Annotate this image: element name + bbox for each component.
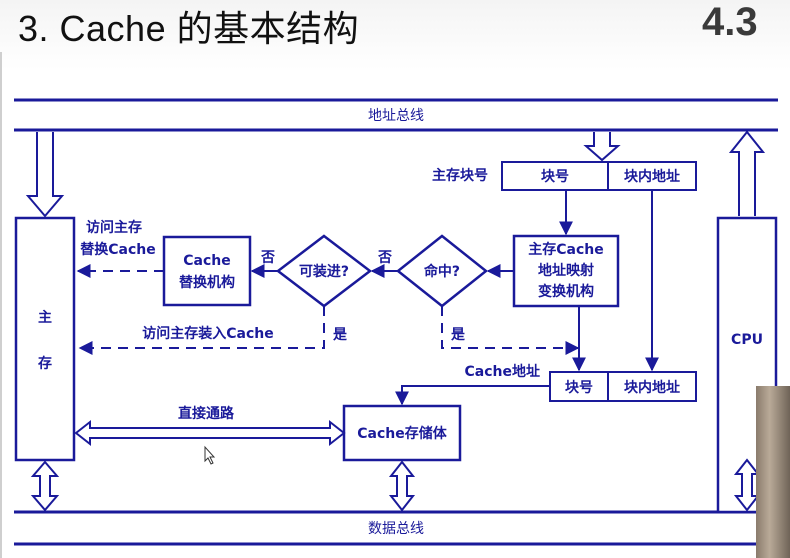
cpu-data-bus-arrow [733,458,761,512]
main-address-register: 主存块号 块号 块内地址 [432,161,697,191]
can-load-decision: 可装进? [275,234,373,308]
mapping-label-1: 主存Cache [528,241,603,258]
hit-yes-label: 是 [451,327,466,343]
direct-path-label: 直接通路 [178,405,235,422]
mapping-mechanism-box: 主存Cache 地址映射 变换机构 [512,234,620,308]
cache-storage-label: Cache存储体 [357,425,447,442]
access-replace-label-1: 访问主存 [86,219,142,236]
data-bus: 数据总线 [14,510,778,546]
main-block-offset-cell: 块内地址 [624,168,680,185]
address-bus-label: 地址总线 [368,108,424,124]
presenter-video-thumbnail [756,386,790,558]
hit-no-label: 否 [377,250,392,266]
address-to-register-arrow [583,132,621,162]
hit-yes-dashed-path [441,306,580,355]
cache-address-register: Cache地址 块号 块内地址 [465,363,697,402]
main-block-no-label: 主存块号 [432,167,488,184]
access-load-label: 访问主存装入Cache [142,325,273,342]
slide-frame-edge [0,52,2,558]
main-block-no-cell: 块号 [541,169,569,185]
cache-address-to-storage-arrow [395,385,550,406]
replace-label-1: Cache [183,253,230,269]
hit-label: 命中? [423,263,460,280]
address-bus: 地址总线 [14,98,778,132]
replace-label-2: 替换机构 [179,274,235,291]
direct-path-arrow: 直接通路 [74,405,346,447]
main-memory-label-2: 存 [38,355,52,372]
cpu-to-address-arrow [728,130,766,216]
mapping-label-3: 变换机构 [538,283,594,300]
main-memory-box: 主 存 [14,216,76,462]
cache-data-bus-arrow [388,460,416,512]
can-load-no-label: 否 [260,250,275,266]
mouse-cursor-icon [204,445,216,465]
data-bus-label: 数据总线 [368,521,424,537]
cache-storage-box: Cache存储体 [342,404,462,462]
slide-title: 3. Cache 的基本结构 [18,8,360,49]
can-load-yes-dashed-path [78,306,325,355]
cache-block-offset-cell: 块内地址 [624,379,680,396]
can-load-yes-label: 是 [333,327,348,343]
hit-decision: 命中? [395,234,489,308]
section-number: 4.3 [702,0,758,44]
cpu-label: CPU [731,332,763,348]
mapping-label-2: 地址映射 [538,262,594,279]
access-replace-label-2: 替换Cache [80,241,155,258]
main-memory-label-1: 主 [38,309,52,326]
memory-data-bus-arrow [30,460,60,512]
replacement-mechanism-box: Cache 替换机构 [162,235,252,307]
can-load-label: 可装进? [299,263,349,280]
address-to-memory-arrow [25,132,65,218]
cache-block-no-cell: 块号 [565,380,593,396]
cache-address-label: Cache地址 [465,363,540,380]
